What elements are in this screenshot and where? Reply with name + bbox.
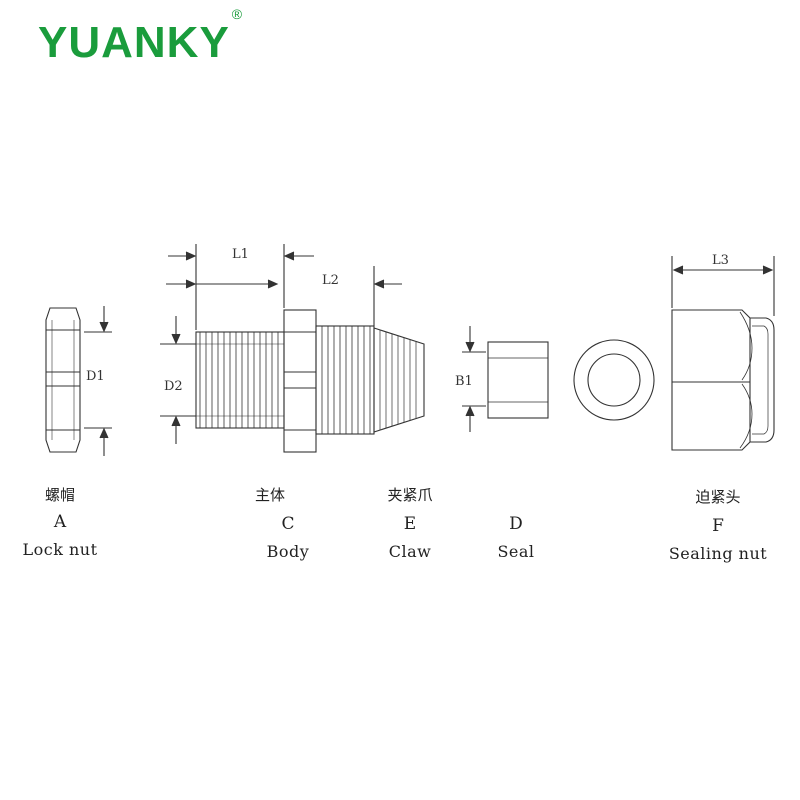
registered-mark: ® <box>231 6 244 23</box>
claw-cn-label: 夹紧爪 <box>387 486 433 504</box>
claw-en-label: Claw <box>388 542 432 561</box>
lock-nut-en-label: Lock nut <box>22 540 98 559</box>
brand-name: YUANKY <box>38 18 230 67</box>
lock-nut-letter: A <box>53 512 67 532</box>
claw-drawing <box>373 327 425 433</box>
sealing-nut-cn-label: 迫紧头 <box>695 488 741 506</box>
b1-dimension: B1 <box>455 326 486 432</box>
l2-dimension: L2 <box>166 266 402 326</box>
lock-nut-drawing <box>45 307 81 453</box>
seal-letter: D <box>509 514 523 534</box>
b1-label: B1 <box>455 374 473 389</box>
l3-label: L3 <box>712 253 729 268</box>
d1-dimension: D1 <box>84 306 112 456</box>
claw-letter: E <box>403 514 417 534</box>
seal-drawing <box>487 341 549 419</box>
l1-dimension: L1 <box>168 244 314 330</box>
seal-en-label: Seal <box>497 542 535 561</box>
sealing-nut-drawing <box>671 309 775 451</box>
l1-label: L1 <box>232 247 249 262</box>
l3-dimension: L3 <box>671 253 775 316</box>
seal-ring-drawing <box>573 339 655 421</box>
lock-nut-cn-label: 螺帽 <box>44 486 76 504</box>
brand-logo: YUANKY® <box>38 6 242 68</box>
sealing-nut-en-label: Sealing nut <box>668 544 768 563</box>
sealing-nut-letter: F <box>712 516 724 536</box>
d2-dimension: D2 <box>160 316 196 444</box>
d1-label: D1 <box>86 369 105 384</box>
body-drawing <box>195 309 375 453</box>
l2-label: L2 <box>322 273 339 288</box>
d2-label: D2 <box>164 379 183 394</box>
body-letter: C <box>281 514 295 534</box>
body-en-label: Body <box>266 542 310 561</box>
body-cn-label: 主体 <box>254 486 286 504</box>
